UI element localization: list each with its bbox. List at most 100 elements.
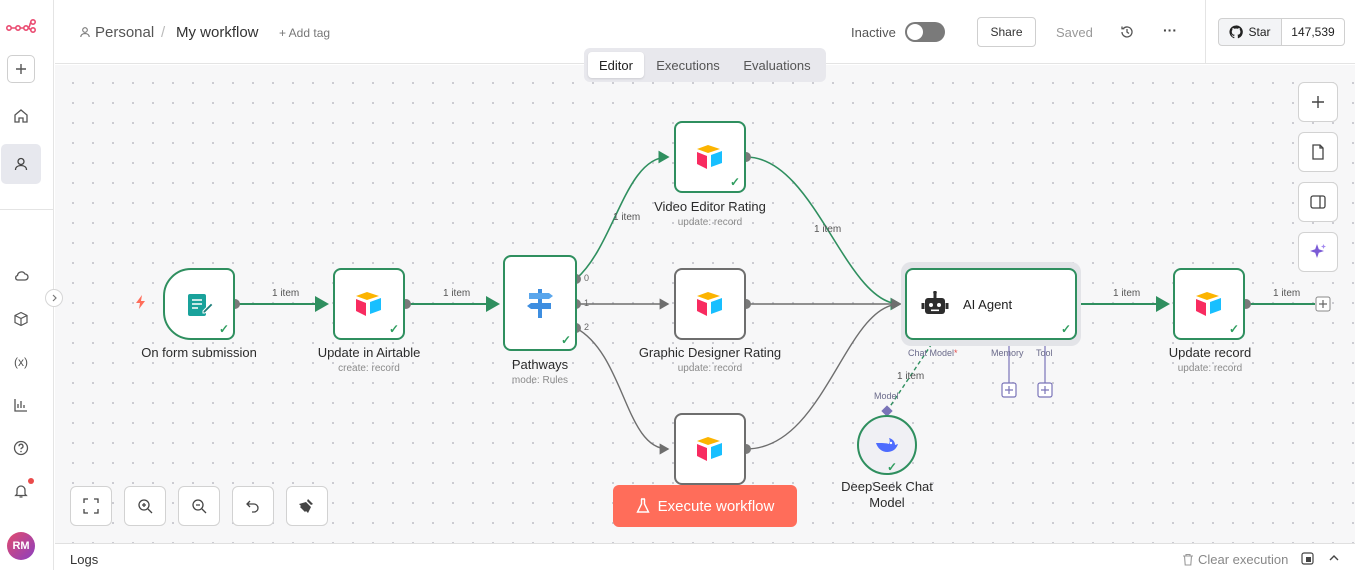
edge-label: 1 item (443, 288, 471, 299)
node-form-trigger[interactable]: ✓ (163, 268, 235, 340)
user-icon (79, 26, 91, 38)
toggle-panel-button[interactable] (1298, 182, 1338, 222)
success-check-icon: ✓ (1060, 322, 1071, 336)
plus-icon (1312, 96, 1324, 108)
workflow-name[interactable]: My workflow (176, 24, 259, 41)
github-star-button[interactable]: Star (1218, 18, 1282, 46)
tab-executions[interactable]: Executions (656, 57, 720, 73)
node-deepseek-chat-model[interactable]: ✓ (857, 415, 917, 475)
logs-title: Logs (70, 552, 99, 567)
undo-icon (246, 500, 259, 513)
pop-out-icon[interactable] (1301, 552, 1314, 565)
node-subtitle: mode: Rules (511, 375, 569, 386)
cloud-icon[interactable] (7, 262, 35, 290)
ai-assistant-button[interactable] (1298, 232, 1338, 272)
left-sidebar: (x) RM (0, 0, 54, 570)
active-toggle[interactable] (905, 22, 945, 42)
node-update-airtable[interactable]: ✓ (333, 268, 405, 340)
tidy-up-button[interactable] (286, 486, 328, 526)
node-subtitle: create: record (338, 363, 400, 374)
breadcrumb-project[interactable]: Personal (95, 24, 155, 41)
pathway-output-2: 2 (584, 322, 590, 332)
share-button[interactable]: Share (977, 17, 1036, 47)
node-update-record[interactable]: ✓ (1173, 268, 1245, 340)
collapse-sidebar-button[interactable] (45, 289, 63, 307)
node-graphic-designer-rating[interactable] (674, 268, 746, 340)
node-title: AI Agent (963, 296, 1013, 312)
tab-editor[interactable]: Editor (588, 52, 644, 78)
bell-icon[interactable] (7, 477, 35, 505)
airtable-icon (697, 145, 722, 169)
help-icon[interactable] (7, 434, 35, 462)
saved-status: Saved (1056, 25, 1093, 40)
airtable-icon (697, 437, 722, 461)
execute-workflow-button[interactable]: Execute workflow (613, 485, 797, 527)
edge-label: 1 item (613, 212, 641, 223)
node-title: Graphic Designer Rating (638, 345, 782, 360)
node-third-airtable[interactable] (674, 413, 746, 485)
sticky-note-button[interactable] (1298, 132, 1338, 172)
broom-icon (299, 499, 313, 513)
chevron-up-icon[interactable] (1328, 553, 1340, 563)
success-check-icon: ✓ (218, 322, 229, 336)
airtable-icon (1196, 292, 1221, 316)
whale-icon (876, 438, 898, 453)
zoom-in-icon (138, 499, 153, 514)
n8n-logo-icon[interactable] (6, 18, 36, 34)
zoom-in-button[interactable] (124, 486, 166, 526)
logs-panel-bar[interactable]: Logs Clear execution (55, 543, 1355, 570)
chat-model-port-label: Chat Model* (908, 348, 958, 358)
trigger-bolt-icon (135, 295, 147, 309)
airtable-icon (697, 292, 722, 316)
airtable-icon (356, 292, 381, 316)
node-title: Pathways (511, 357, 569, 372)
success-check-icon: ✓ (560, 333, 571, 347)
node-ai-agent[interactable]: AI Agent ✓ (905, 268, 1077, 340)
more-options-button[interactable]: ··· (1163, 22, 1177, 38)
pathway-output-1: 1 (584, 298, 590, 308)
robot-icon (921, 291, 949, 314)
avatar[interactable]: RM (7, 532, 35, 560)
personal-icon[interactable] (1, 144, 41, 184)
node-pathways[interactable]: ✓ (503, 255, 577, 351)
github-star-count[interactable]: 147,539 (1281, 18, 1345, 46)
success-check-icon: ✓ (729, 175, 740, 189)
insights-icon[interactable] (7, 391, 35, 419)
edge-pathways-to-third (575, 327, 670, 455)
form-icon (188, 294, 214, 316)
breadcrumb-separator: / (161, 24, 166, 41)
node-subtitle: update: record (1177, 363, 1243, 374)
edge-label: 1 item (897, 371, 925, 382)
notification-dot (28, 478, 34, 484)
sticky-note-icon (1312, 144, 1324, 160)
success-check-icon: ✓ (886, 460, 897, 474)
node-title: Update in Airtable (317, 345, 421, 360)
clear-execution-button[interactable]: Clear execution (1182, 552, 1288, 567)
status-label: Inactive (851, 25, 896, 40)
node-title: Update record (1168, 345, 1252, 360)
fit-view-button[interactable] (70, 486, 112, 526)
node-title: Video Editor Rating (654, 199, 766, 214)
edge-label: 1 item (1273, 288, 1301, 299)
node-title: On form submission (141, 345, 257, 360)
edge-label: 1 item (272, 288, 300, 299)
history-icon[interactable] (1119, 24, 1135, 40)
node-subtitle: update: record (677, 363, 743, 374)
flask-icon (636, 498, 650, 513)
undo-button[interactable] (232, 486, 274, 526)
success-check-icon: ✓ (388, 322, 399, 336)
trash-icon (1183, 553, 1193, 566)
fullscreen-icon (83, 498, 99, 514)
edge-model-to-agent (886, 338, 936, 412)
workflow-canvas[interactable]: 1 item 1 item 1 item 1 item 1 item 1 ite… (55, 65, 1355, 543)
templates-icon[interactable] (7, 305, 35, 333)
add-tag-link[interactable]: + Add tag (279, 26, 331, 40)
node-video-editor-rating[interactable]: ✓ (674, 121, 746, 193)
tab-evaluations[interactable]: Evaluations (743, 57, 811, 73)
tool-port-label: Tool (1036, 348, 1053, 358)
variables-icon[interactable]: (x) (14, 355, 28, 369)
home-icon[interactable] (7, 102, 35, 130)
zoom-out-button[interactable] (178, 486, 220, 526)
create-button[interactable] (7, 55, 35, 83)
add-node-button[interactable] (1298, 82, 1338, 122)
